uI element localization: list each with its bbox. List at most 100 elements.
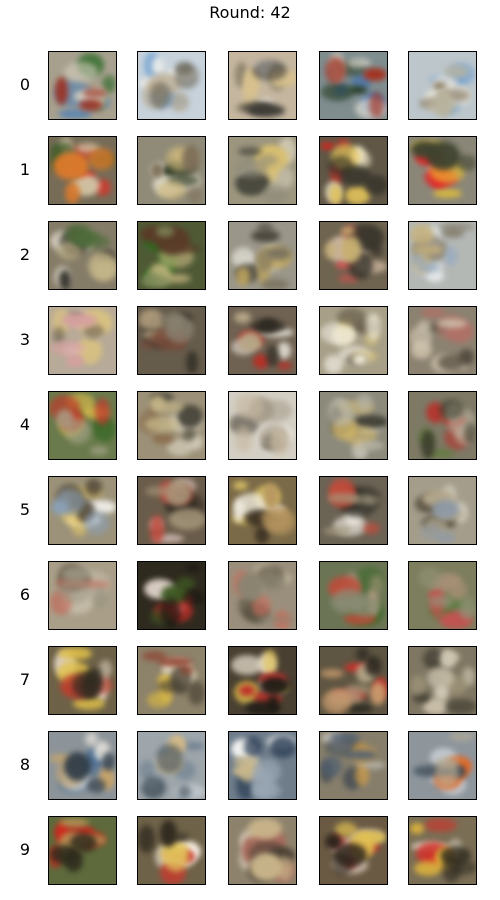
- image-blob: [233, 499, 245, 522]
- image-blob: [270, 736, 296, 758]
- image-blob: [370, 575, 383, 593]
- image-blob: [449, 732, 475, 741]
- generated-image-tile: [228, 51, 297, 120]
- image-blob: [169, 508, 205, 530]
- image-blob: [421, 430, 435, 459]
- image-blob: [424, 818, 457, 832]
- image-blob: [418, 320, 431, 331]
- row-label: 9: [19, 840, 31, 859]
- image-blob: [174, 833, 189, 841]
- image-blob: [423, 648, 445, 669]
- image-blob: [423, 698, 448, 714]
- image-blob: [85, 732, 98, 746]
- image-blob: [182, 590, 205, 605]
- image-blob: [234, 312, 251, 323]
- image-blob: [429, 595, 454, 607]
- image-blob: [180, 742, 205, 750]
- image-blob: [277, 361, 292, 370]
- image-blob: [435, 90, 452, 117]
- image-blob: [409, 326, 432, 349]
- image-blob: [152, 57, 164, 75]
- image-blob: [73, 697, 105, 710]
- image-blob: [95, 398, 110, 425]
- image-blob: [158, 680, 183, 692]
- image-blob: [260, 328, 294, 337]
- generated-image-tile: [137, 646, 206, 715]
- image-blob: [153, 534, 184, 543]
- image-blob: [167, 439, 193, 456]
- image-blob: [239, 685, 255, 696]
- image-blob: [336, 599, 366, 607]
- image-blob: [147, 405, 160, 416]
- image-blob: [258, 615, 293, 624]
- image-blob: [341, 236, 361, 263]
- generated-image-tile: [408, 476, 477, 545]
- image-blob: [324, 242, 336, 259]
- image-blob: [445, 246, 457, 266]
- image-blob: [253, 354, 269, 369]
- row-label: 5: [19, 500, 31, 519]
- image-blob: [347, 750, 377, 760]
- image-blob: [65, 182, 80, 204]
- image-blob: [439, 399, 464, 420]
- generated-image-tile: [408, 306, 477, 375]
- generated-image-tile: [48, 476, 117, 545]
- image-blob: [83, 324, 104, 340]
- generated-image-tile: [228, 646, 297, 715]
- row-label: 8: [19, 755, 31, 774]
- image-blob: [187, 186, 202, 204]
- image-blob: [165, 316, 194, 343]
- row-label: 6: [19, 585, 31, 604]
- generated-image-tile: [319, 816, 388, 885]
- image-blob: [251, 230, 280, 242]
- generated-image-tile: [319, 476, 388, 545]
- image-blob: [413, 692, 430, 703]
- image-blob: [260, 677, 290, 695]
- generated-image-tile: [408, 816, 477, 885]
- image-blob: [347, 58, 371, 68]
- image-blob: [83, 88, 107, 98]
- image-blob: [363, 68, 387, 81]
- image-blob: [277, 856, 293, 881]
- generated-image-tile: [137, 561, 206, 630]
- image-blob: [340, 165, 371, 186]
- image-blob: [64, 848, 83, 872]
- image-blob: [445, 699, 476, 714]
- image-blob: [251, 769, 274, 798]
- image-blob: [170, 92, 189, 112]
- image-blob: [432, 500, 459, 519]
- image-blob: [330, 185, 342, 204]
- image-blob: [162, 167, 175, 175]
- image-blob: [163, 842, 189, 853]
- image-blob: [353, 415, 387, 429]
- image-blob: [165, 480, 191, 506]
- row-label: 7: [19, 670, 31, 689]
- generated-image-tile: [408, 646, 477, 715]
- generated-image-tile: [137, 306, 206, 375]
- generated-image-tile: [137, 221, 206, 290]
- image-blob: [439, 223, 475, 231]
- row-label: 1: [19, 160, 31, 179]
- image-blob: [433, 189, 462, 198]
- image-blob: [139, 760, 155, 781]
- image-blob: [233, 481, 248, 490]
- image-blob: [322, 689, 352, 714]
- image-blob: [257, 222, 273, 233]
- generated-image-tile: [228, 561, 297, 630]
- image-blob: [255, 526, 269, 544]
- image-blob: [155, 322, 171, 330]
- generated-image-tile: [228, 476, 297, 545]
- image-blob: [62, 567, 90, 581]
- image-blob: [263, 649, 277, 675]
- image-blob: [150, 395, 165, 411]
- image-blob: [74, 230, 99, 246]
- image-blob: [88, 148, 115, 170]
- image-blob: [261, 279, 289, 289]
- image-blob: [436, 532, 455, 544]
- generated-image-tile: [137, 731, 206, 800]
- image-blob: [459, 596, 476, 620]
- image-blob: [356, 647, 369, 661]
- image-blob: [416, 262, 439, 273]
- image-blob: [141, 275, 171, 287]
- generated-image-tile: [408, 391, 477, 460]
